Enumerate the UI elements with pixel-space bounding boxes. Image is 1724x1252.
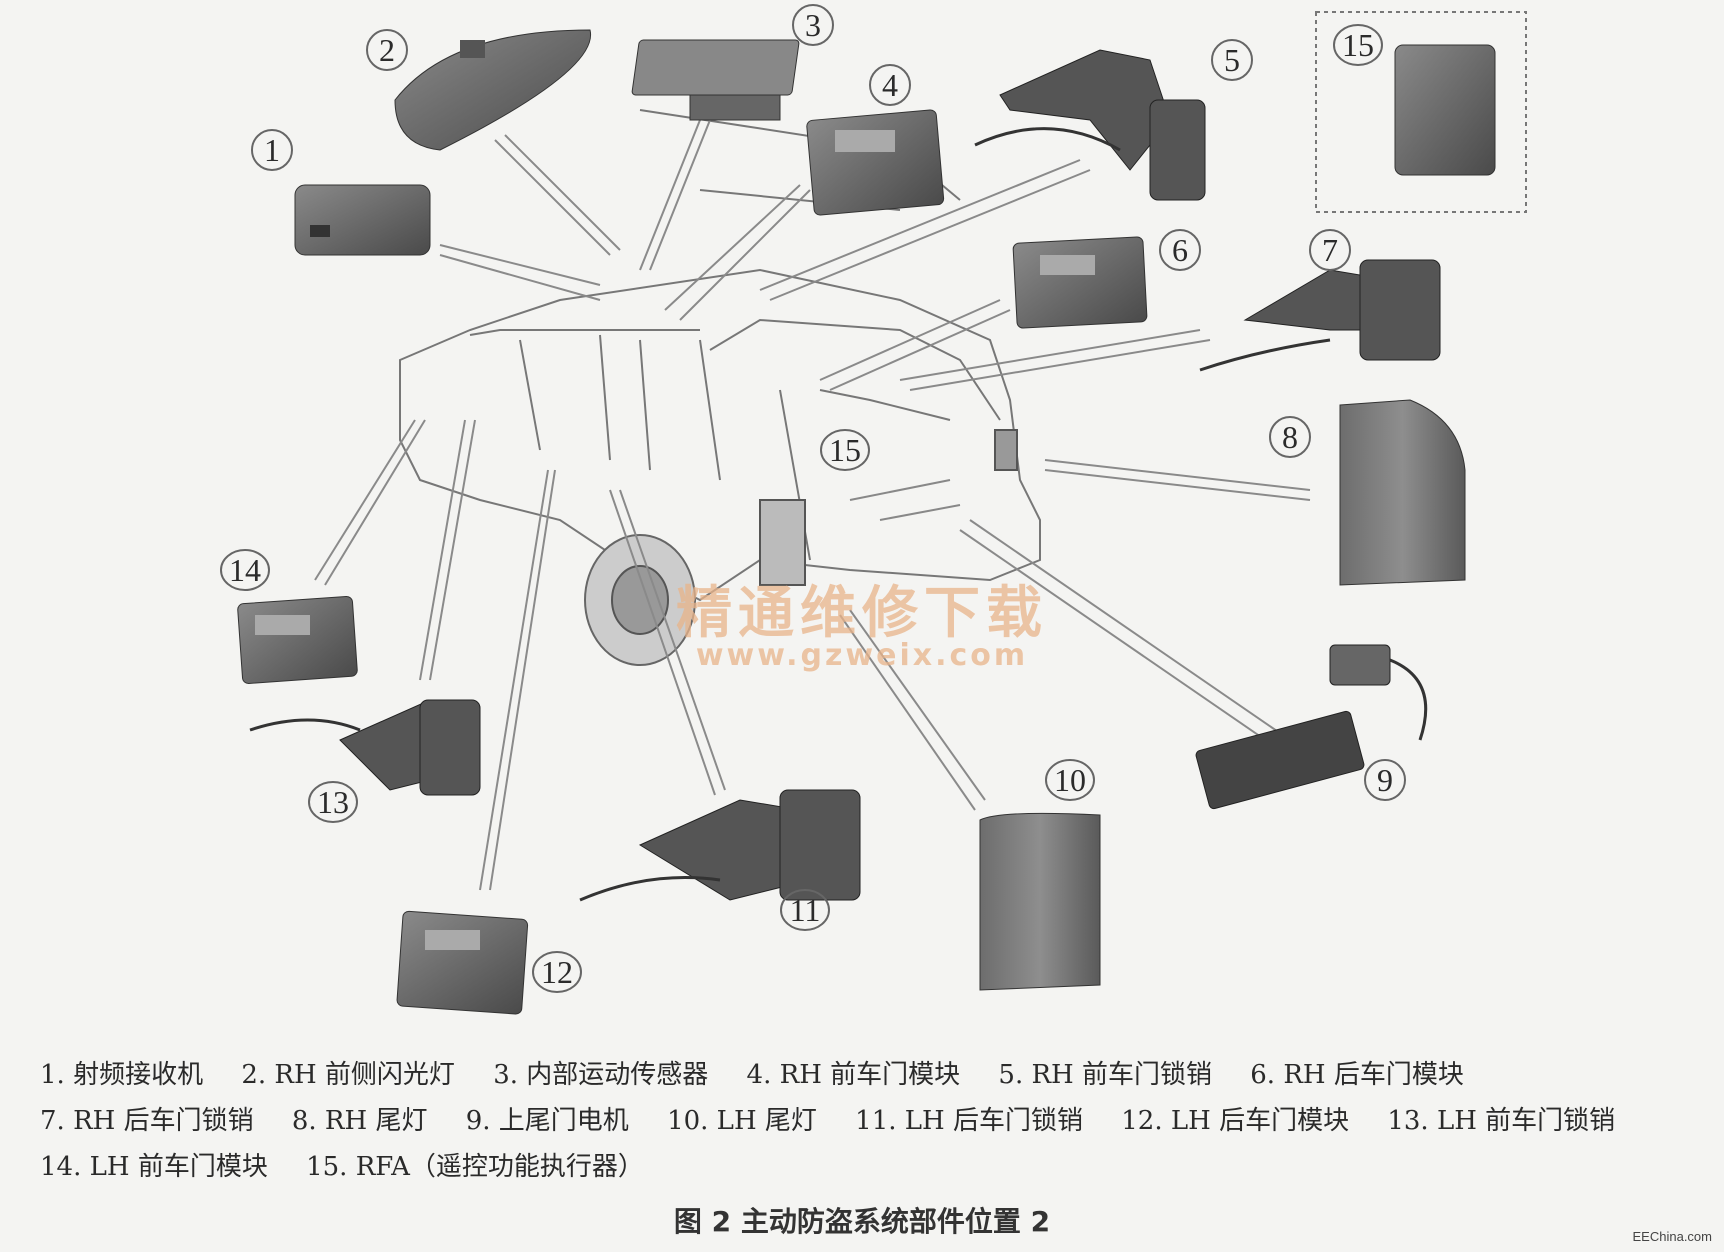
legend-item-6: 6. RH 后车门模块 [1250,1060,1464,1090]
svg-text:9: 9 [1377,762,1393,798]
legend-item-9: 9. 上尾门电机 [465,1106,629,1136]
upper-tailgate-motor [1195,644,1428,810]
legend-item-14: 14. LH 前车门模块 [40,1152,268,1182]
legend-item-2: 2. RH 前侧闪光灯 [241,1060,455,1090]
svg-text:4: 4 [882,67,898,103]
leader-lines [314,119,1311,891]
legend-item-8: 8. RH 尾灯 [291,1106,428,1136]
rf-receiver [294,184,431,256]
svg-text:精通维修下载: 精通维修下载 [676,581,1048,646]
rh-front-side-flasher [394,29,592,151]
watermark: 精通维修下载 www.gzweix.com [676,581,1048,673]
figure-title: 图 2 主动防盗系统部件位置 2 [673,1205,1051,1238]
svg-text:15: 15 [1342,27,1374,63]
legend-item-13: 13. LH 前车门锁销 [1387,1106,1616,1136]
callout-1: 1 [251,129,293,171]
svg-text:2: 2 [379,32,395,68]
rfa-inset [1315,11,1527,213]
legend-item-3: 3. 内部运动传感器 [493,1060,709,1090]
callout-5: 5 [1211,39,1253,81]
svg-text:14: 14 [229,552,261,588]
callout-15: 15 [820,429,870,471]
rh-front-door-module [806,109,945,216]
callout-13: 13 [308,781,358,823]
legend-item-12: 12. LH 后车门模块 [1121,1106,1350,1136]
callout-7: 7 [1309,229,1351,271]
callout-4: 4 [869,64,911,106]
legend-item-15: 15. RFA（遥控功能执行器） [306,1152,644,1182]
svg-text:1: 1 [264,132,280,168]
legend-item-4: 4. RH 前车门模块 [746,1060,961,1090]
rh-rear-door-latch [1199,259,1441,372]
svg-text:5: 5 [1224,42,1240,78]
legend-item-1: 1. 射频接收机 [40,1060,204,1090]
lh-tail-lamp [979,812,1101,991]
callout-6: 6 [1159,229,1201,271]
callout-10: 10 [1045,759,1095,801]
svg-text:www.gzweix.com: www.gzweix.com [696,638,1028,673]
callout-3: 3 [792,4,834,46]
svg-text:10: 10 [1054,762,1086,798]
svg-text:7: 7 [1322,232,1338,268]
svg-text:15: 15 [829,432,861,468]
callout-12: 12 [532,951,582,993]
component-location-diagram: 1 2 3 4 5 6 7 8 9 10 11 12 13 14 15 15 精… [220,4,1527,1015]
callout-9: 9 [1364,759,1406,801]
svg-text:8: 8 [1282,419,1298,455]
legend-item-10: 10. LH 尾灯 [667,1106,817,1136]
svg-text:11: 11 [790,892,821,928]
component-legend: 1. 射频接收机 2. RH 前侧闪光灯 3. 内部运动传感器 4. RH 前车… [40,1052,1690,1190]
legend-item-7: 7. RH 后车门锁销 [40,1106,254,1136]
svg-text:6: 6 [1172,232,1188,268]
rh-front-door-latch [974,49,1206,201]
callout-2: 2 [366,29,408,71]
svg-text:12: 12 [541,954,573,990]
rh-rear-door-module [1012,236,1148,329]
legend-item-5: 5. RH 前车门锁销 [998,1060,1212,1090]
interior-motion-sensor [631,39,800,121]
svg-text:3: 3 [805,7,821,43]
callout-14: 14 [220,549,270,591]
callouts: 1 2 3 4 5 6 7 8 9 10 11 12 13 14 15 15 [220,4,1406,993]
rh-tail-lamp [1339,399,1466,586]
svg-text:13: 13 [317,784,349,820]
callout-15-inset: 15 [1333,24,1383,66]
lh-rear-door-module [396,910,529,1015]
site-watermark: EEChina.com [1632,1229,1712,1244]
callout-11: 11 [780,889,830,931]
callout-8: 8 [1269,416,1311,458]
lh-rear-door-latch [579,789,861,902]
lh-front-door-module [237,595,358,684]
lh-front-door-latch [249,699,481,796]
legend-item-11: 11. LH 后车门锁销 [855,1106,1083,1136]
